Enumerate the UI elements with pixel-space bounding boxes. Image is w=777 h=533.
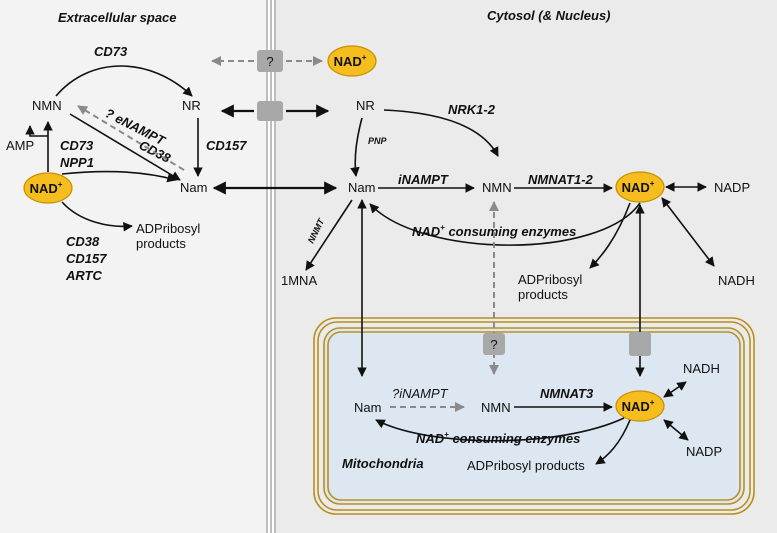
enz-inampt: iNAMPT xyxy=(398,172,449,187)
mito-nadp-label: NADP xyxy=(686,444,722,459)
ext-nr-label: NR xyxy=(182,98,201,113)
cyt-nadp-label: NADP xyxy=(714,180,750,195)
membrane-nad-node: NAD+ xyxy=(327,45,377,77)
enz-mito-inampt: ?iNAMPT xyxy=(392,386,449,401)
mitochondria-label: Mitochondria xyxy=(342,456,424,471)
arrow-nr-to-nam-pnp xyxy=(350,117,363,177)
arrow-nad-to-adpribosyl xyxy=(589,202,631,269)
arrow-nam-to-1mna xyxy=(305,199,353,271)
ext-nam-label: Nam xyxy=(180,180,207,195)
arrow-nad-to-adpribosyl xyxy=(61,201,133,232)
ext-nad-node: NAD+ xyxy=(23,172,73,204)
arrow-nad-consuming-to-nam xyxy=(369,202,641,246)
svg-text:NAD+: NAD+ xyxy=(334,53,367,69)
extracellular-background xyxy=(0,0,266,533)
enz-nmnat3: NMNAT3 xyxy=(540,386,594,401)
enz-nrk: NRK1-2 xyxy=(448,102,496,117)
arrow-mito-nad-consuming-to-nam xyxy=(375,417,625,442)
svg-text:?: ? xyxy=(490,337,497,352)
arrow-mito-nad-nadp xyxy=(663,419,689,441)
unknown-nmn-mito-transporter: ? xyxy=(483,333,505,355)
arrow-nmn-to-nam xyxy=(69,113,181,181)
cyt-nadh-label: NADH xyxy=(718,273,755,288)
ext-nmn-label: NMN xyxy=(32,98,62,113)
arrow-mito-nad-nadh xyxy=(663,381,687,398)
cyt-nam-label: Nam xyxy=(348,180,375,195)
svg-text:?: ? xyxy=(266,54,273,69)
enz-cyt-nad-consuming: NAD+ consuming enzymes xyxy=(412,223,576,239)
enz-cd73-top: CD73 xyxy=(94,44,128,59)
nr-transporter xyxy=(257,101,283,121)
nad-mito-transporter xyxy=(629,332,651,356)
arrow-nmn-to-amp xyxy=(25,125,48,137)
arrow-nam-to-nmn-enampt xyxy=(77,105,185,171)
enz-cd157: CD157 xyxy=(206,138,247,153)
arrow-nad-nadh xyxy=(661,197,715,267)
mito-nadh-label: NADH xyxy=(683,361,720,376)
extracellular-label: Extracellular space xyxy=(58,10,177,25)
cyt-nad-node: NAD+ xyxy=(615,171,665,203)
arrow-nad-to-nam xyxy=(61,170,177,183)
ext-amp-label: AMP xyxy=(6,138,34,153)
arrow-mito-nad-to-adpribosyl xyxy=(595,419,631,465)
cyt-nmn-label: NMN xyxy=(482,180,512,195)
cyt-1mna-label: 1MNA xyxy=(281,273,317,288)
mito-nam-label: Nam xyxy=(354,400,381,415)
enz-pnp: PNP xyxy=(368,136,388,146)
cyt-nr-label: NR xyxy=(356,98,375,113)
enz-nmnat1-2: NMNAT1-2 xyxy=(528,172,594,187)
mito-nad-node: NAD+ xyxy=(615,390,665,422)
mito-adpribosyl-label: ADPribosyl products xyxy=(467,458,585,473)
svg-text:NAD+: NAD+ xyxy=(622,179,655,195)
plasma-membrane xyxy=(266,0,276,533)
arrow-nmn-to-nr xyxy=(55,65,193,97)
svg-text:NAD+: NAD+ xyxy=(622,398,655,414)
svg-text:NAD+: NAD+ xyxy=(30,180,63,196)
mitochondrion xyxy=(313,317,755,515)
mito-nmn-label: NMN xyxy=(481,400,511,415)
unknown-nad-transporter: ? xyxy=(257,50,283,72)
arrow-nr-to-nmn xyxy=(383,109,499,157)
cytosol-label: Cytosol (& Nucleus) xyxy=(487,8,611,23)
